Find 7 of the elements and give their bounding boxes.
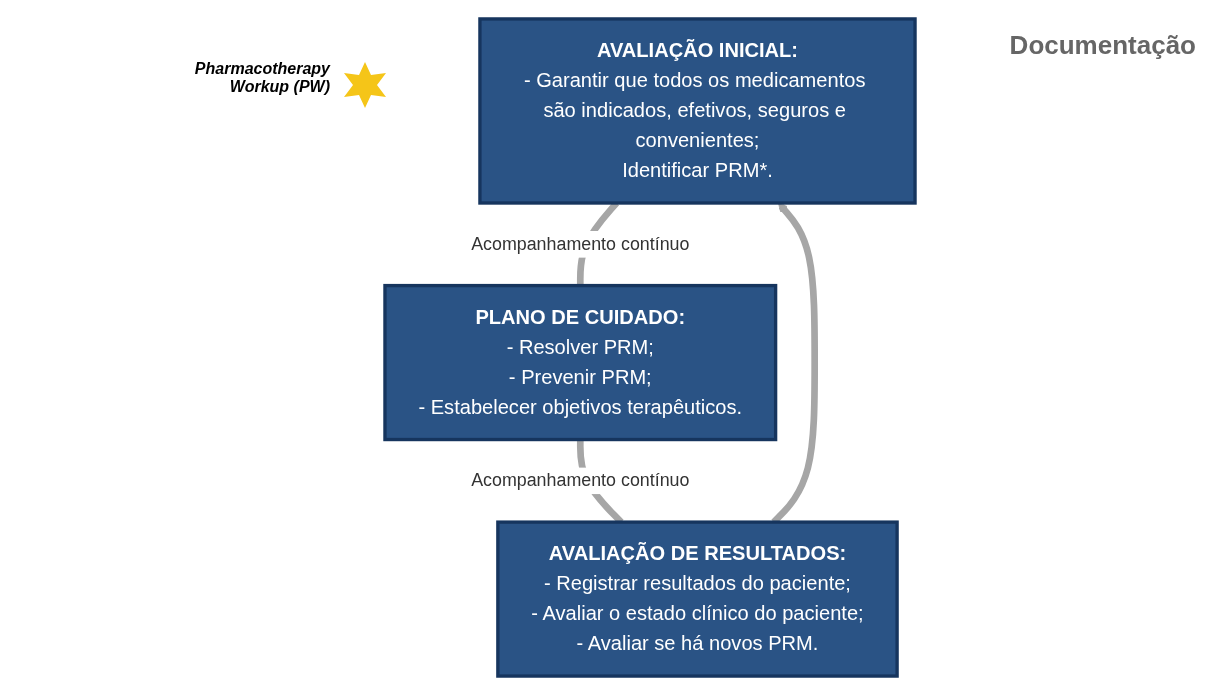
edge-label: Acompanhamento contínuo [471, 470, 690, 490]
section-heading: Documentação [1009, 30, 1196, 61]
node-box: AVALIAÇÃO DE RESULTADOS: - Registrar resultados do paciente; - Avaliar o estado clínico do paciente; - Avaliar se há novos PRM. [496, 520, 899, 678]
method-note: Pharmacotherapy Workup (PW) [193, 60, 330, 96]
node-box: AVALIAÇÃO INICIAL: - Garantir que todos os medicamentos são indicados, efetivos, seguros e convenientes; Identificar PRM*. [478, 17, 917, 205]
edge-label: Acompanhamento contínuo [471, 234, 690, 254]
node-box: PLANO DE CUIDADO: - Resolver PRM; - Prevenir PRM; - Estabelecer objetivos terapêuticos. [383, 283, 778, 442]
